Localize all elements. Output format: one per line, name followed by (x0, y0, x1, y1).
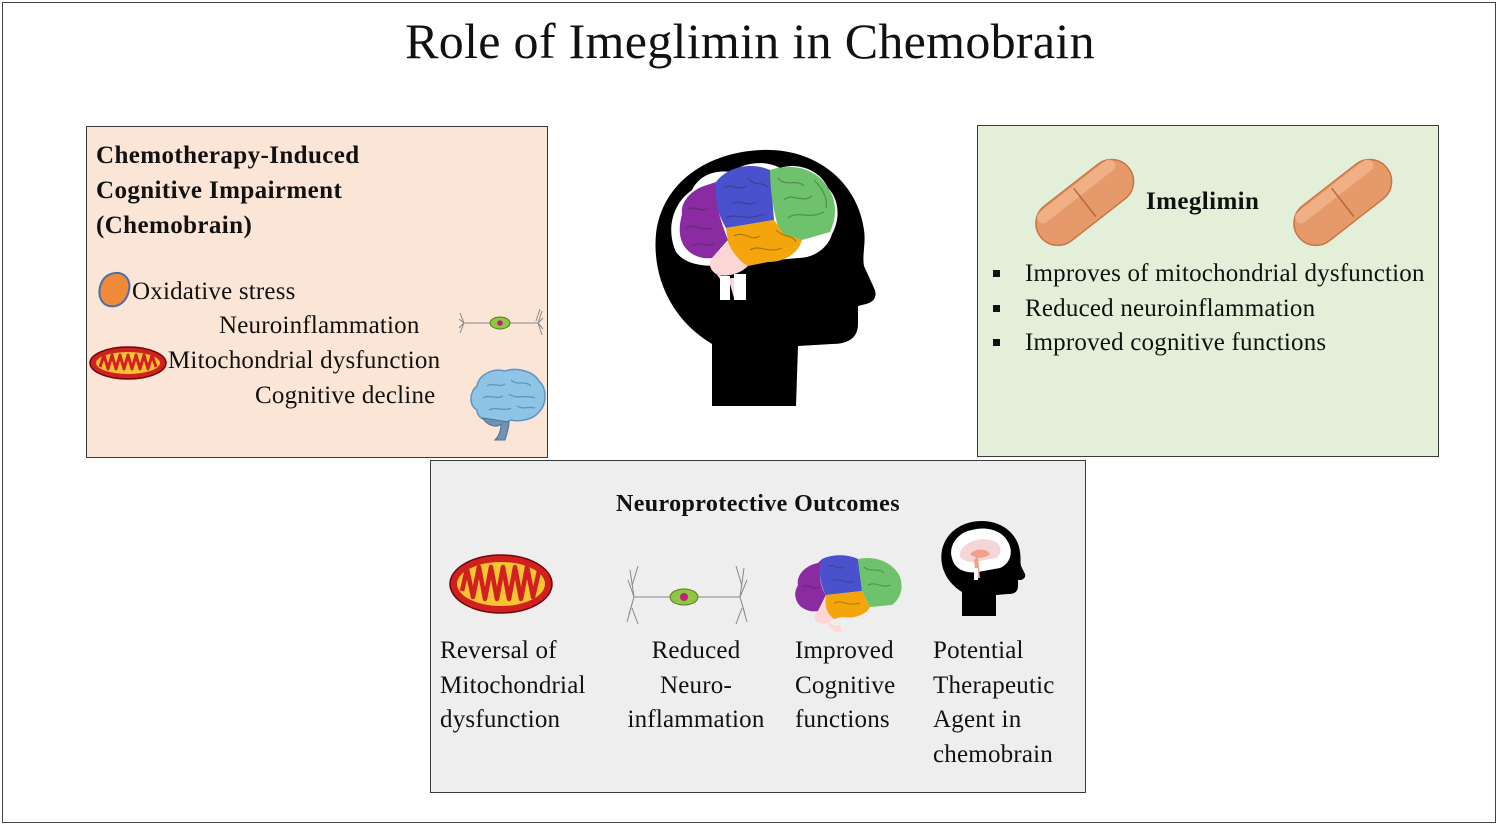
imeglimin-benefit-text: Improves of mitochondrial dysfunction (1025, 260, 1425, 287)
head-sagittal-brain-icon (941, 521, 1026, 616)
outcome-text-line: Neuro- (659, 671, 732, 699)
chemobrain-title-line: Cognitive Impairment (96, 177, 343, 204)
outcome-text-line: dysfunction (440, 706, 561, 733)
outcome-text-line: Mitochondrial (440, 671, 586, 699)
chemobrain-title-line: Chemotherapy-Induced (96, 142, 360, 169)
outcome-therapeutic-agent: Potential Therapeutic Agent in chemobrai… (933, 634, 1055, 772)
brain-icon (795, 555, 902, 632)
mitochondrion-icon (89, 346, 167, 380)
outcome-text-line: Cognitive (795, 671, 896, 699)
bullet-square-icon (993, 304, 1000, 312)
outcome-text-line: functions (795, 706, 890, 733)
figure-title: Role of Imeglimin in Chemobrain (405, 13, 1095, 69)
bullet-square-icon (993, 339, 1000, 346)
oxidative-stress-icon (98, 271, 131, 308)
brain-head-icon (655, 149, 876, 406)
outcome-text-line: chemobrain (933, 740, 1054, 768)
neuron-icon (458, 308, 544, 336)
imeglimin-benefit-text: Improved cognitive functions (1025, 329, 1327, 356)
imeglimin-benefits-list: Improves of mitochondrial dysfunction Re… (990, 257, 1430, 361)
chemobrain-panel-title: Chemotherapy-Induced Cognitive Impairmen… (96, 138, 360, 243)
outcome-reduced-neuroinflammation: Reduced Neuro- inflammation (613, 634, 779, 738)
outcome-text-line: Improved (795, 637, 894, 664)
outcomes-panel (430, 460, 1086, 793)
outcome-text-line: Reversal of (440, 637, 557, 664)
imeglimin-benefit-item: Reduced neuroinflammation (990, 292, 1430, 327)
outcomes-panel-title: Neuroprotective Outcomes (616, 491, 900, 517)
imeglimin-benefit-text: Reduced neuroinflammation (1025, 294, 1316, 322)
pill-icon (1035, 158, 1135, 247)
outcome-text-line: Reduced (651, 637, 741, 664)
imeglimin-benefit-item: Improved cognitive functions (990, 326, 1430, 361)
outcome-improved-cognition: Improved Cognitive functions (795, 634, 895, 738)
mitochondrion-icon (449, 554, 553, 614)
bullet-square-icon (993, 270, 1000, 277)
imeglimin-benefit-item: Improves of mitochondrial dysfunction (990, 257, 1430, 292)
symptom-oxidative-stress: Oxidative stress (132, 278, 296, 305)
chemobrain-title-line: (Chemobrain) (96, 212, 253, 239)
outcome-text-line: inflammation (627, 706, 765, 733)
outcome-text-line: Therapeutic (933, 671, 1055, 699)
pill-icon (1293, 158, 1393, 247)
brain-icon (470, 368, 546, 441)
outcome-text-line: Agent in (933, 706, 1022, 733)
neuron-icon (626, 565, 748, 625)
outcome-mitochondrial-reversal: Reversal of Mitochondrial dysfunction (440, 634, 586, 738)
symptom-cognitive-decline: Cognitive decline (255, 382, 436, 409)
symptom-neuroinflammation: Neuroinflammation (219, 312, 420, 339)
outcome-text-line: Potential (933, 637, 1024, 664)
imeglimin-panel-title: Imeglimin (1146, 188, 1260, 215)
symptom-mitochondrial-dysfunction: Mitochondrial dysfunction (168, 347, 441, 374)
